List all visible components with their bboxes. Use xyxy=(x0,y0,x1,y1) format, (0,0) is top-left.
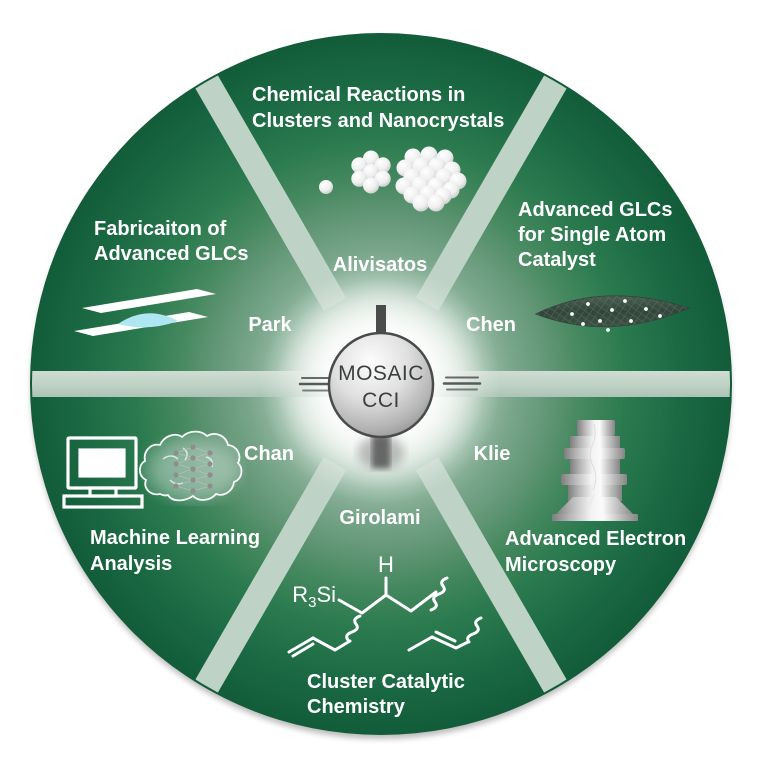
pi-names: Alivisatos Chen Klie Girolami Chan Park xyxy=(244,254,516,529)
divider-up-right xyxy=(415,62,575,311)
electron-beam-sketch xyxy=(589,423,597,491)
electron-microscope-icon xyxy=(552,420,638,521)
main-chain xyxy=(337,590,438,615)
title-top-right: for Single Atom xyxy=(518,224,666,246)
title-top-right: Advanced GLCs xyxy=(518,199,672,221)
squiggle-bond xyxy=(345,614,362,642)
title-bottom-left: Machine Learning xyxy=(90,527,260,549)
brain-network-icon xyxy=(138,430,243,502)
pi-name-park: Park xyxy=(248,314,292,336)
sector-titles: Chemical Reactions in Clusters and Nanoc… xyxy=(90,84,686,718)
squiggle-bond xyxy=(466,616,483,644)
neural-net-edges xyxy=(175,446,211,492)
propenyl-double-bond xyxy=(430,635,458,650)
hub-label-line2: CCI xyxy=(362,389,400,412)
chemical-structures-icon: H R3Si xyxy=(287,552,483,658)
title-bottom: Chemistry xyxy=(307,696,406,718)
divider-down-right xyxy=(415,457,575,706)
pi-name-chan: Chan xyxy=(244,443,294,465)
allyl-double-bond-parallel xyxy=(291,642,315,658)
monitor-icon xyxy=(62,436,144,509)
title-top-right: Catalyst xyxy=(518,249,596,271)
single-atom-dots xyxy=(570,299,662,332)
silyl-label: R3Si xyxy=(292,582,336,611)
glc-top-plate xyxy=(82,289,216,313)
brain-gyri xyxy=(162,447,214,485)
beam-cone-sketch xyxy=(584,494,595,510)
title-bottom-right: Microscopy xyxy=(505,554,617,576)
squiggle-bond xyxy=(429,576,449,612)
title-bottom-left: Analysis xyxy=(90,553,172,575)
graphene-lens-icon xyxy=(534,295,691,332)
title-bottom: Cluster Catalytic xyxy=(307,671,465,693)
liquid-droplet xyxy=(118,313,178,328)
computer-brain-icon xyxy=(62,430,243,509)
hub-stub-top xyxy=(376,305,386,337)
allyl-double-bond xyxy=(287,636,315,654)
title-top-left: Advanced GLCs xyxy=(94,243,248,265)
glc-layers-icon xyxy=(74,289,216,336)
divider-down-left xyxy=(187,457,347,706)
hub: MOSAIC CCI xyxy=(327,331,435,439)
pi-name-alivisatos: Alivisatos xyxy=(333,254,427,276)
hub-label-line1: MOSAIC xyxy=(338,362,424,385)
pi-name-klie: Klie xyxy=(474,443,511,465)
title-bottom-right: Advanced Electron xyxy=(505,528,686,550)
title-top-left: Fabricaiton of xyxy=(94,218,227,240)
propenyl-bond xyxy=(407,635,434,652)
brain-outline xyxy=(138,430,243,502)
hub-circle xyxy=(327,331,435,439)
pi-name-girolami: Girolami xyxy=(339,507,420,529)
hub-label: MOSAIC CCI xyxy=(338,362,424,412)
hydrogen-label: H xyxy=(378,552,394,577)
propenyl-bond xyxy=(454,640,470,650)
title-top: Clusters and Nanocrystals xyxy=(252,110,504,132)
nanocrystal-clusters-icon xyxy=(319,146,467,212)
propenyl-double-bond-parallel xyxy=(434,630,457,643)
hub-shadow xyxy=(358,435,404,469)
divider-up-left xyxy=(187,62,347,311)
allyl-chain xyxy=(311,636,352,652)
neural-net-nodes xyxy=(173,444,213,494)
title-top: Chemical Reactions in xyxy=(252,84,465,106)
pi-name-chen: Chen xyxy=(466,314,516,336)
